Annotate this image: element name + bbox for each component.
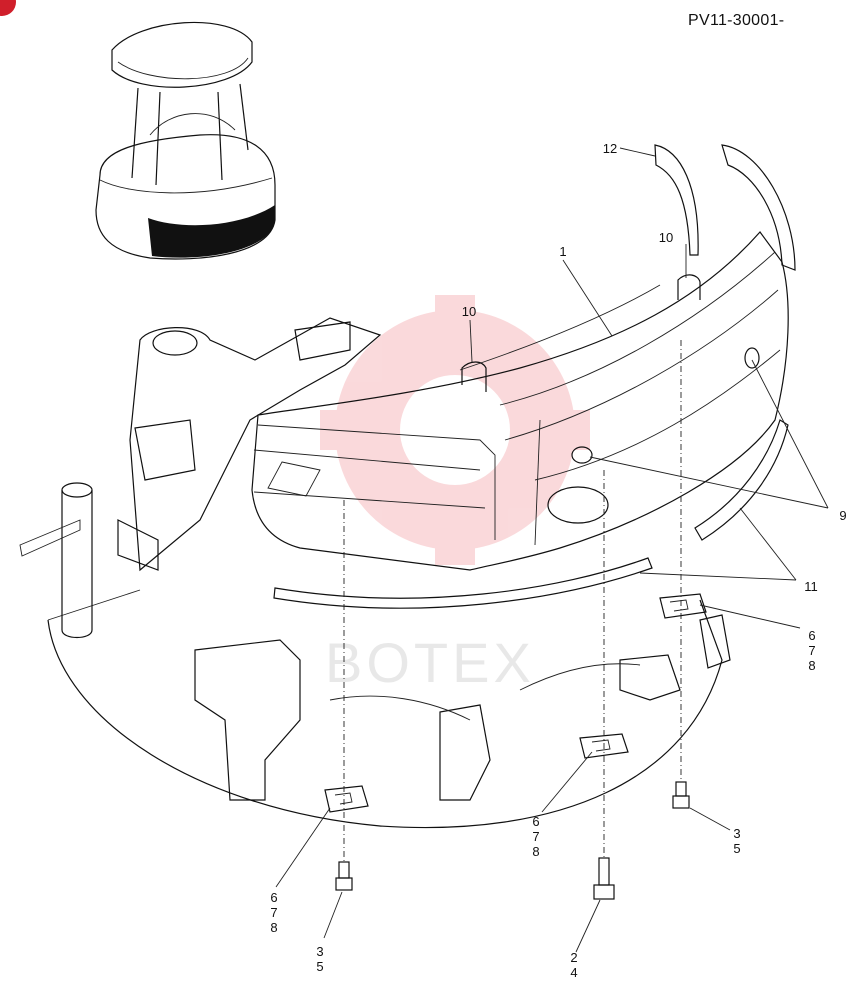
callout-5-left: 5 [316, 959, 323, 974]
strip-11-side [694, 419, 789, 541]
bolt-center [593, 857, 615, 900]
callout-7-left: 7 [270, 905, 277, 920]
callout-2: 2 [570, 950, 577, 965]
bolt-left [335, 861, 353, 891]
callout-6-left: 6 [270, 890, 277, 905]
callout-5-right: 5 [733, 841, 740, 856]
counterweight [251, 231, 789, 571]
bracket-center-slot [591, 739, 611, 752]
bracket-center [579, 733, 629, 759]
bracket-left-slot [334, 792, 353, 805]
callout-9: 9 [839, 508, 846, 523]
machine-thumbnail [95, 21, 276, 260]
watermark-gear [320, 295, 590, 565]
bolt-right [672, 781, 690, 809]
bracket-right-slot [669, 599, 689, 612]
callout-7-right: 7 [808, 643, 815, 658]
callout-3-left: 3 [316, 944, 323, 959]
watermark-text: BOTEX [325, 631, 535, 694]
callout-8-left: 8 [270, 920, 277, 935]
callout-7-center: 7 [532, 829, 539, 844]
callout-8-center: 8 [532, 844, 539, 859]
part-code: PV11-30001- [688, 12, 785, 29]
strip-11-front [273, 557, 653, 609]
leader-lines [275, 147, 829, 953]
bracket-right [659, 593, 707, 619]
callout-10-left: 10 [462, 304, 476, 319]
callout-6-right: 6 [808, 628, 815, 643]
callout-12: 12 [603, 141, 617, 156]
bracket-left [324, 785, 369, 813]
callout-6-center: 6 [532, 814, 539, 829]
upper-frame [19, 317, 731, 829]
part-12 [654, 144, 699, 256]
corner-badge [0, 0, 16, 16]
callout-10-right: 10 [659, 230, 673, 245]
callout-11: 11 [804, 579, 818, 594]
end-panel [721, 144, 796, 271]
callout-8-right: 8 [808, 658, 815, 673]
callout-3-right: 3 [733, 826, 740, 841]
callout-4: 4 [570, 965, 577, 980]
callout-1: 1 [559, 244, 566, 259]
